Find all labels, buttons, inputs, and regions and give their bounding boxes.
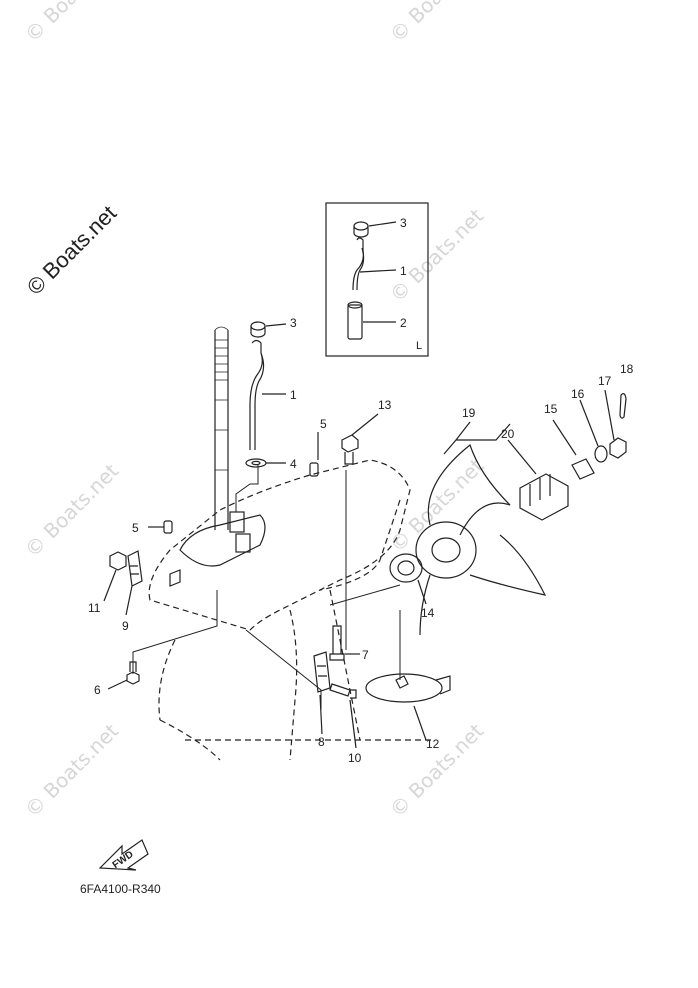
- callout-5: 5: [132, 521, 139, 535]
- washer: [594, 445, 608, 463]
- cotter-pin: [619, 393, 627, 419]
- inset-label: L: [416, 340, 422, 352]
- inset-callout-1: 1: [400, 264, 407, 278]
- anode-plate: [365, 673, 443, 703]
- inset-grommet-part: [353, 221, 369, 231]
- bolt: [126, 661, 140, 685]
- seal-part: [245, 458, 267, 468]
- stud: [169, 569, 181, 587]
- callout-6: 6: [94, 683, 101, 697]
- propeller: [415, 443, 547, 636]
- callout-14: 14: [421, 606, 435, 620]
- spline-bushing: [519, 473, 569, 521]
- anode-bracket: [313, 651, 331, 693]
- anode-plate: [395, 675, 409, 689]
- thrust-washer: [397, 560, 415, 576]
- callout-5: 5: [320, 417, 327, 431]
- bracket: [127, 550, 143, 587]
- callout-11: 11: [88, 601, 101, 615]
- callout-19: 19: [462, 406, 476, 420]
- callout-18: 18: [620, 362, 634, 376]
- callout-12: 12: [426, 737, 440, 751]
- callout-16: 16: [571, 387, 585, 401]
- anode-plate: [435, 675, 451, 695]
- forward-arrow-icon: FWD: [98, 839, 149, 871]
- callout-3: 3: [290, 316, 297, 330]
- lower-case-outline: [148, 459, 435, 761]
- inset-grommet-part: [353, 226, 369, 238]
- bolt: [329, 625, 345, 661]
- grommet-part: [250, 321, 266, 331]
- callout-17: 17: [598, 374, 612, 388]
- bolt: [344, 452, 354, 465]
- inset-callout-3: 3: [400, 216, 407, 230]
- dowel-pin: [309, 462, 319, 477]
- callout-13: 13: [378, 398, 392, 412]
- callout-9: 9: [122, 619, 129, 633]
- nut: [109, 551, 127, 571]
- dowel-pin: [163, 520, 173, 534]
- water-pump-housing: [179, 514, 266, 567]
- inset-sleeve-part: [347, 304, 363, 340]
- callout-1: 1: [290, 388, 297, 402]
- seal-part: [251, 460, 261, 466]
- boss: [229, 511, 245, 533]
- inset-sleeve-part: [347, 301, 363, 309]
- callout-10: 10: [348, 751, 362, 765]
- diagram-code: 6FA4100-R340: [80, 882, 161, 896]
- boss: [235, 533, 251, 553]
- inset-callout-2: 2: [400, 316, 407, 330]
- bolt: [329, 683, 357, 699]
- callout-4: 4: [290, 457, 297, 471]
- bolt: [341, 434, 359, 453]
- thrust-washer: [389, 553, 423, 583]
- water-tube-part: [249, 339, 265, 450]
- washer: [571, 458, 595, 480]
- grommet-part: [250, 326, 266, 338]
- inset-water-tube-part: [352, 237, 365, 291]
- nut: [609, 437, 627, 459]
- inset-box: [325, 202, 429, 357]
- callout-20: 20: [501, 427, 515, 441]
- callout-8: 8: [318, 735, 325, 749]
- callout-7: 7: [362, 648, 369, 662]
- callout-15: 15: [544, 402, 558, 416]
